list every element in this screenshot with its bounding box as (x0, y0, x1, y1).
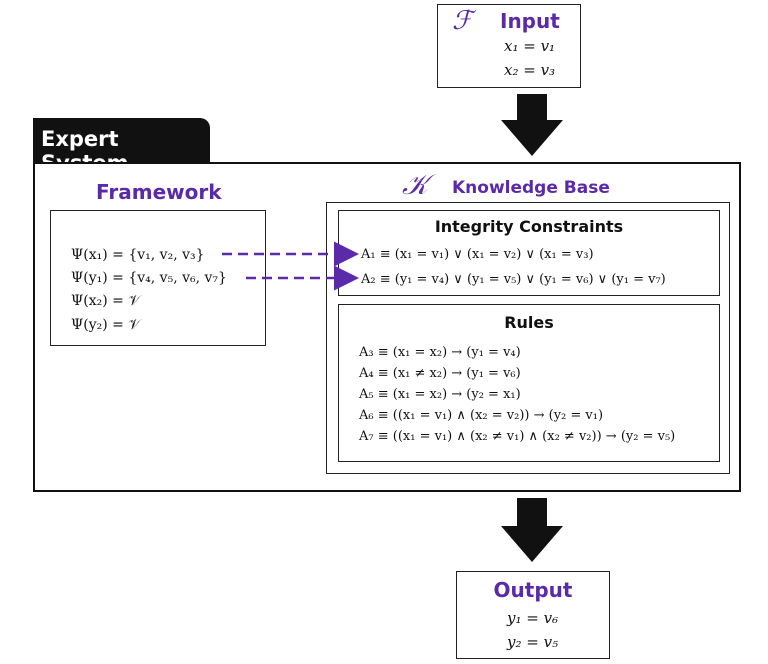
input-line-1: x₁ = v₁ (504, 37, 556, 55)
framework-line-2: Ψ(y₁) = {v₄, v₅, v₆, v₇} (71, 270, 227, 286)
output-line-2: y₂ = v₅ (507, 633, 559, 651)
output-title: Output (493, 578, 573, 602)
rules-title: Rules (504, 313, 554, 332)
down-arrow-input (501, 94, 563, 156)
output-box: Output y₁ = v₆ y₂ = v₅ (456, 571, 610, 659)
input-title: Input (500, 9, 560, 33)
input-line-2: x₂ = v₃ (504, 61, 556, 79)
rules-box: Rules A₃ ≡ (x₁ = x₂) → (y₁ = v₄) A₄ ≡ (x… (338, 304, 720, 462)
framework-line-3: Ψ(x₂) = 𝒱 (71, 293, 141, 309)
down-arrow-output (501, 498, 563, 562)
rule-a6: A₆ ≡ ((x₁ = v₁) ∧ (x₂ = v₂)) → (y₂ = v₁) (359, 408, 604, 423)
rule-a3: A₃ ≡ (x₁ = x₂) → (y₁ = v₄) (359, 345, 521, 360)
output-line-1: y₁ = v₆ (507, 609, 559, 627)
rule-a7: A₇ ≡ ((x₁ = v₁) ∧ (x₂ ≠ v₁) ∧ (x₂ ≠ v₂))… (359, 429, 676, 444)
knowledge-base-icon: 𝒦 (402, 168, 429, 201)
rule-a5: A₅ ≡ (x₁ = x₂) → (y₂ = x₁) (359, 387, 521, 402)
framework-line-1: Ψ(x₁) = {v₁, v₂, v₃} (71, 247, 205, 263)
constraint-a1: A₁ ≡ (x₁ = v₁) ∨ (x₁ = v₂) ∨ (x₁ = v₃) (361, 247, 594, 262)
integrity-constraints-box: Integrity Constraints A₁ ≡ (x₁ = v₁) ∨ (… (338, 210, 720, 296)
expert-system-label: Expert System (33, 118, 210, 175)
framework-line-4: Ψ(y₂) = 𝒱 (71, 317, 141, 333)
knowledge-base-title: Knowledge Base (452, 178, 610, 198)
framework-box: Ψ(x₁) = {v₁, v₂, v₃} Ψ(y₁) = {v₄, v₅, v₆… (50, 210, 266, 346)
input-icon: ℱ (452, 6, 473, 36)
integrity-constraints-title: Integrity Constraints (434, 217, 624, 236)
framework-title: Framework (96, 180, 222, 204)
rule-a4: A₄ ≡ (x₁ ≠ x₂) → (y₁ = v₆) (359, 366, 521, 381)
input-box: ℱ Input x₁ = v₁ x₂ = v₃ (437, 4, 581, 88)
constraint-a2: A₂ ≡ (y₁ = v₄) ∨ (y₁ = v₅) ∨ (y₁ = v₆) ∨… (361, 272, 666, 287)
